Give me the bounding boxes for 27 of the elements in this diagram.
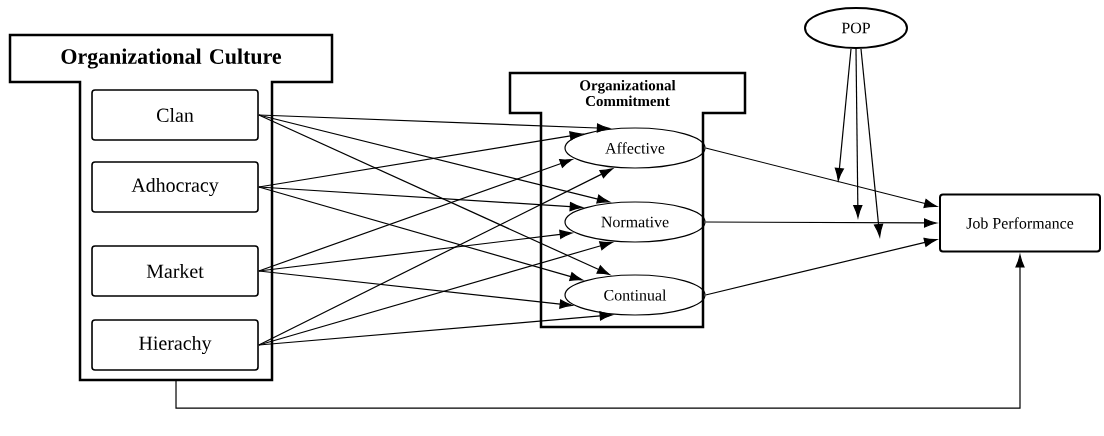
arrow — [258, 186, 583, 212]
arrow — [258, 114, 610, 133]
process-box: Clan — [91, 89, 259, 141]
arrow — [258, 114, 610, 275]
arrow — [258, 270, 573, 309]
arrow — [258, 186, 583, 282]
process-box: Market — [91, 245, 259, 297]
process-box: Adhocracy — [91, 161, 259, 213]
arrow — [705, 147, 937, 208]
arrow — [258, 311, 613, 346]
arrow — [258, 114, 610, 204]
arrow — [258, 168, 613, 346]
process-box: Job Performance — [939, 193, 1101, 253]
arrow — [853, 48, 863, 218]
arrow — [258, 159, 573, 272]
ellipse-node: Affective — [564, 127, 706, 169]
arrow — [705, 237, 937, 296]
arrow — [705, 218, 937, 228]
arrow — [834, 48, 852, 181]
ellipse-node: Continual — [564, 274, 706, 316]
arrow — [258, 131, 583, 188]
process-box: Hierachy — [91, 319, 259, 371]
ellipse-node: POP — [804, 7, 908, 49]
arrow — [258, 229, 573, 272]
arrow — [175, 254, 1025, 409]
arrow — [860, 48, 884, 237]
ellipse-node: Normative — [564, 201, 706, 243]
